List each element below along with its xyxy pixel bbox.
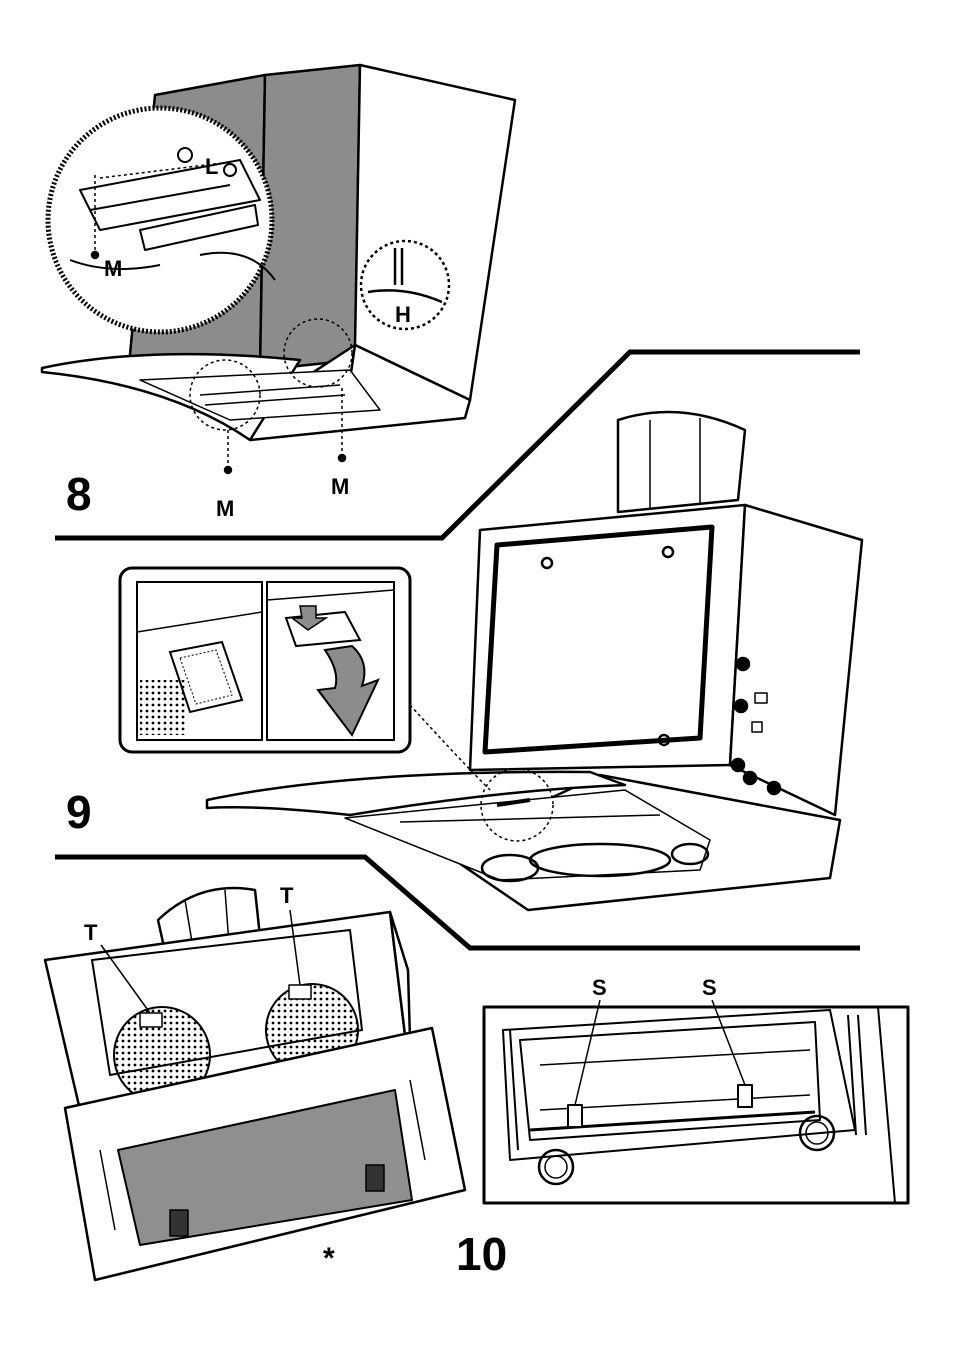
- step-9-number: 9: [66, 786, 92, 838]
- step-10-right-inset: [484, 1000, 908, 1203]
- step-10-label-s-right: S: [702, 975, 717, 1000]
- step-10-label-t-left: T: [84, 920, 98, 945]
- step-8-label-m-bottom-left: M: [216, 496, 234, 521]
- step-9-inset: [120, 568, 410, 752]
- step-10-number: 10: [456, 1228, 507, 1280]
- step-9-black-panel: [485, 527, 712, 752]
- step-8-label-l: L: [205, 154, 218, 179]
- step-8-label-m-left: M: [104, 256, 122, 281]
- step-8-number: 8: [66, 468, 92, 520]
- step-10-label-asterisk: *: [323, 1242, 335, 1275]
- step-9-side-panel: [730, 505, 862, 815]
- step-10-left-illustration: [45, 888, 465, 1280]
- step-10-label-t-right: T: [280, 883, 294, 908]
- chimney-side-panel: [260, 65, 360, 370]
- chimney-front: [355, 65, 515, 400]
- step-8-label-h: H: [395, 302, 411, 327]
- step-9-chimney: [618, 412, 745, 512]
- step-10-label-s-left: S: [592, 975, 607, 1000]
- step-8-label-m-bottom-right: M: [331, 474, 349, 499]
